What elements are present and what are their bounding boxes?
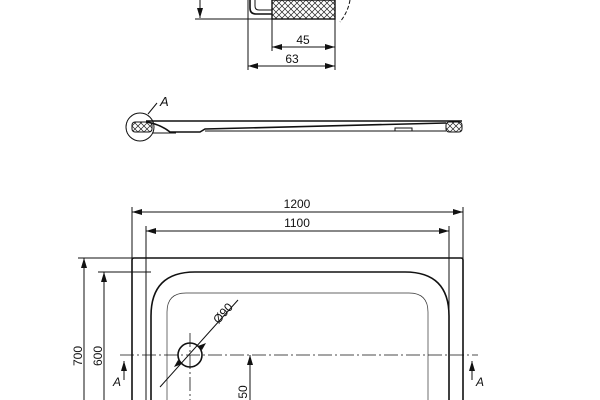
dim-45: 45 xyxy=(296,33,310,47)
dim-63: 63 xyxy=(285,52,299,66)
hatched-rim-section xyxy=(271,0,336,20)
basin-outline xyxy=(150,271,450,400)
section-mark-right: A xyxy=(475,375,484,389)
tray-outline xyxy=(131,257,464,400)
basin-floor-outline xyxy=(166,292,429,400)
detail-a-callout-circle xyxy=(125,112,155,142)
plan-view: 1200 1100 700 600 Ø90 50 A A xyxy=(71,197,484,400)
dim-600: 600 xyxy=(91,346,105,366)
dim-1200: 1200 xyxy=(284,197,311,211)
section-mark-left: A xyxy=(112,375,121,389)
dim-50: 50 xyxy=(236,385,250,399)
detail-a-label: A xyxy=(159,94,169,109)
drain-diameter-label: Ø90 xyxy=(210,300,236,326)
detail-a-view: 45 63 xyxy=(195,0,351,70)
section-view: A xyxy=(125,94,463,142)
dim-700: 700 xyxy=(71,346,85,366)
dim-1100: 1100 xyxy=(284,216,310,230)
drain-circle xyxy=(177,342,203,368)
